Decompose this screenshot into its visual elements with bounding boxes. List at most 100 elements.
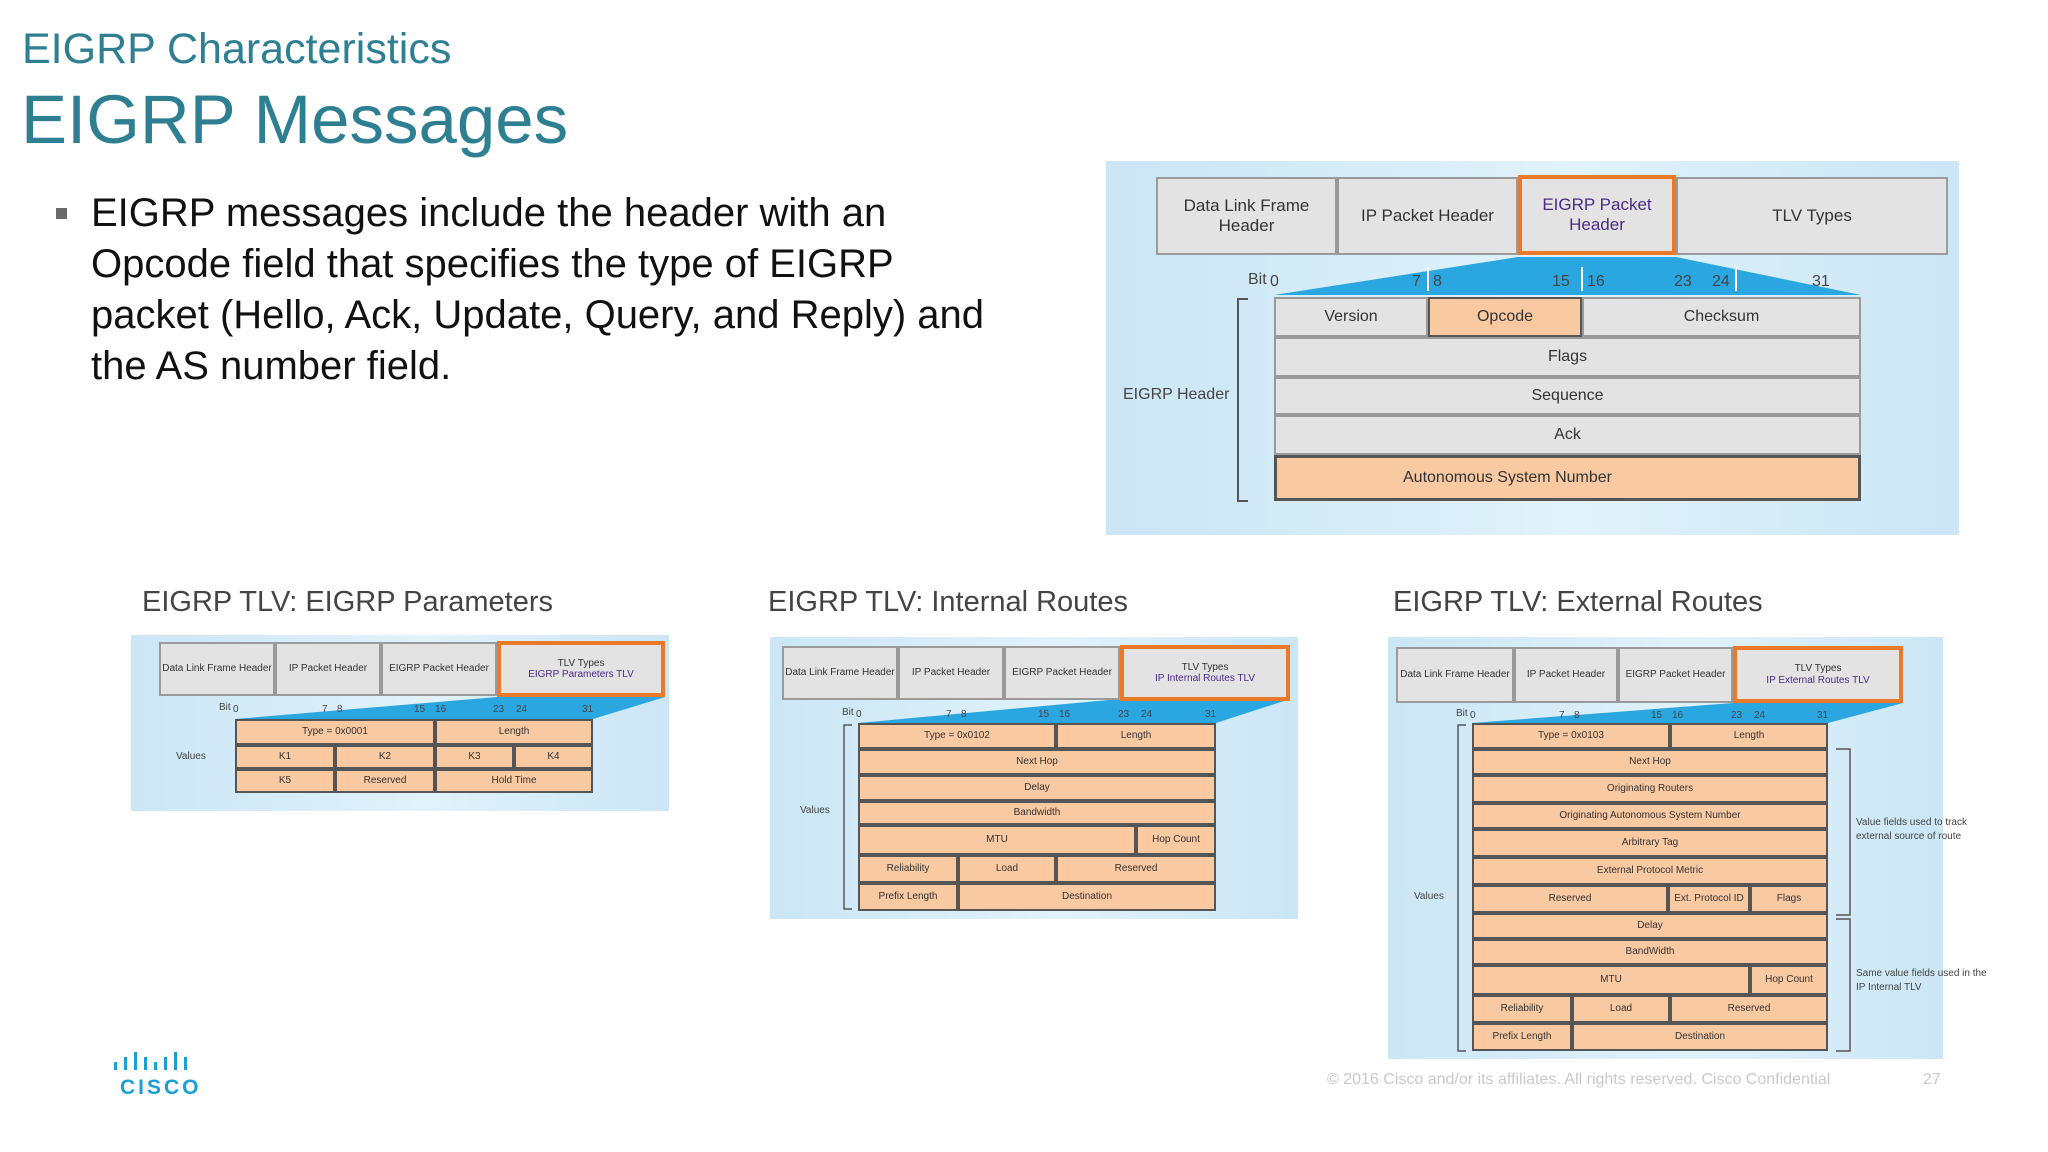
field-destination: Destination <box>958 883 1216 911</box>
frame-eigrp-packet-header: EIGRP Packet Header <box>1004 646 1120 700</box>
tlv-types-label: TLV Types <box>1181 661 1229 673</box>
field-type: Type = 0x0103 <box>1472 723 1670 749</box>
field-hop-count: Hop Count <box>1136 825 1216 855</box>
bit-8: 8 <box>337 704 343 715</box>
note-internal-fields: Same value fields used in the IP Interna… <box>1856 968 1987 993</box>
bit-0: 0 <box>856 709 862 720</box>
tlv-name-label: IP Internal Routes TLV <box>1154 673 1256 684</box>
bit-24: 24 <box>1712 273 1730 290</box>
field-originating-as: Originating Autonomous System Number <box>1472 803 1828 829</box>
field-sequence: Sequence <box>1274 377 1861 415</box>
tlv-params-diagram: Data Link Frame Header IP Packet Header … <box>131 635 669 811</box>
field-bandwidth: Bandwidth <box>858 801 1216 825</box>
bit-0: 0 <box>1470 710 1476 721</box>
frame-data-link-header: Data Link Frame Header <box>782 646 898 700</box>
field-k1: K1 <box>235 745 335 769</box>
bit-label: Bit <box>1248 271 1267 288</box>
field-type: Type = 0x0102 <box>858 723 1056 749</box>
field-length: Length <box>1056 723 1216 749</box>
field-length: Length <box>435 719 593 745</box>
field-length: Length <box>1670 723 1828 749</box>
tlv-name-label: EIGRP Parameters TLV <box>528 669 634 680</box>
bit-8: 8 <box>1574 710 1580 721</box>
frame-tlv-types: TLV Types IP External Routes TLV <box>1733 646 1903 703</box>
field-delay: Delay <box>858 775 1216 801</box>
tlv-internal-title: EIGRP TLV: Internal Routes <box>768 586 1128 618</box>
field-opcode: Opcode <box>1428 297 1582 337</box>
bit-23: 23 <box>1118 709 1130 720</box>
bit-7: 7 <box>1559 710 1565 721</box>
field-k3: K3 <box>435 745 514 769</box>
tlv-types-label: TLV Types <box>1794 663 1842 674</box>
page-number: 27 <box>1923 1071 1941 1088</box>
field-originating-routers: Originating Routers <box>1472 775 1828 803</box>
field-flags: Flags <box>1750 885 1828 913</box>
bit-8: 8 <box>961 709 967 720</box>
cisco-logo-bars <box>114 1052 187 1070</box>
field-type: Type = 0x0001 <box>235 719 435 745</box>
header-wedge <box>1237 257 1861 502</box>
bit-23: 23 <box>1674 273 1692 290</box>
eigrp-header-side-label: EIGRP Header <box>1123 386 1230 403</box>
field-external-protocol-metric: External Protocol Metric <box>1472 857 1828 885</box>
bit-15: 15 <box>1552 273 1570 290</box>
frame-data-link-header: Data Link Frame Header <box>1156 177 1337 255</box>
tlv-internal-wedge <box>843 699 1290 910</box>
frame-eigrp-packet-header: EIGRP Packet Header <box>381 642 497 696</box>
frame-data-link-header: Data Link Frame Header <box>1396 647 1514 703</box>
frame-data-link-header: Data Link Frame Header <box>159 642 275 696</box>
field-arbitrary-tag: Arbitrary Tag <box>1472 829 1828 857</box>
field-as-number: Autonomous System Number <box>1274 455 1861 501</box>
bit-label: Bit <box>1456 708 1468 719</box>
tlv-name-label: IP External Routes TLV <box>1766 674 1870 686</box>
bit-16: 16 <box>1059 709 1071 720</box>
footer-copyright: © 2016 Cisco and/or its affiliates. All … <box>1327 1071 1831 1088</box>
field-bandwidth: BandWidth <box>1472 939 1828 965</box>
bit-15: 15 <box>1651 710 1663 721</box>
field-reserved-2: Reserved <box>1670 995 1828 1023</box>
frame-ip-packet-header: IP Packet Header <box>898 646 1004 700</box>
bit-31: 31 <box>1205 709 1217 720</box>
frame-eigrp-packet-header: EIGRP Packet Header <box>1618 647 1733 703</box>
bit-24: 24 <box>516 704 528 715</box>
field-checksum: Checksum <box>1582 297 1861 337</box>
bit-7: 7 <box>946 709 952 720</box>
field-destination: Destination <box>1572 1023 1828 1051</box>
tlv-external-wedge <box>1457 703 1903 1052</box>
bit-15: 15 <box>1038 709 1050 720</box>
tlv-external-diagram: Data Link Frame Header IP Packet Header … <box>1388 637 1987 1059</box>
tlv-external-title: EIGRP TLV: External Routes <box>1393 586 1763 618</box>
values-side-label: Values <box>800 805 830 816</box>
eigrp-header-diagram: Data Link Frame Header IP Packet Header … <box>1106 161 1959 535</box>
field-k4: K4 <box>514 745 593 769</box>
field-prefix-length: Prefix Length <box>858 883 958 911</box>
tlv-params-title: EIGRP TLV: EIGRP Parameters <box>142 586 553 618</box>
field-prefix-length: Prefix Length <box>1472 1023 1572 1051</box>
field-flags: Flags <box>1274 337 1861 377</box>
field-reserved: Reserved <box>1472 885 1668 913</box>
bit-24: 24 <box>1141 709 1153 720</box>
field-reserved: Reserved <box>335 769 435 793</box>
bit-24: 24 <box>1754 710 1766 721</box>
tlv-internal-diagram: Data Link Frame Header IP Packet Header … <box>770 637 1298 919</box>
bit-0: 0 <box>1270 273 1279 290</box>
field-hold-time: Hold Time <box>435 769 593 793</box>
field-k5: K5 <box>235 769 335 793</box>
bit-16: 16 <box>1587 273 1605 290</box>
tlv-params-wedge <box>235 697 665 719</box>
cisco-logo-text: CISCO <box>120 1076 202 1099</box>
field-ack: Ack <box>1274 415 1861 455</box>
field-mtu: MTU <box>1472 965 1750 995</box>
bit-16: 16 <box>435 704 447 715</box>
bit-8: 8 <box>1433 273 1442 290</box>
bullet-text: EIGRP messages include the header with a… <box>91 191 985 388</box>
bit-label: Bit <box>219 702 231 713</box>
field-next-hop: Next Hop <box>858 749 1216 775</box>
bit-31: 31 <box>1812 273 1830 290</box>
note-external-source: Value fields used to track external sour… <box>1856 817 1967 842</box>
bit-0: 0 <box>233 704 239 715</box>
bit-23: 23 <box>1731 710 1743 721</box>
frame-eigrp-packet-header: EIGRP Packet Header <box>1518 175 1676 255</box>
slide-supertitle: EIGRP Characteristics <box>22 25 452 73</box>
frame-ip-packet-header: IP Packet Header <box>1514 647 1618 703</box>
